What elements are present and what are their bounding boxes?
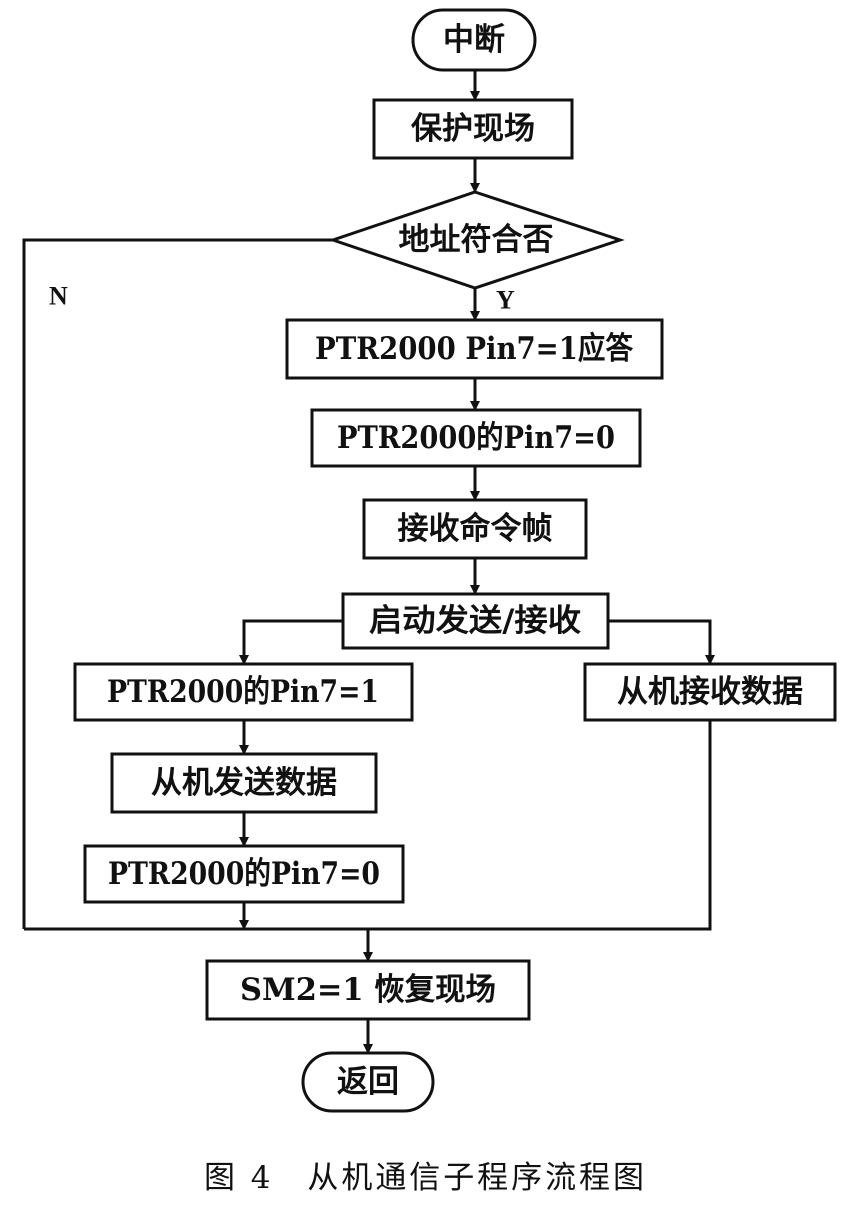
process-shape [362, 498, 588, 560]
node-restore: SM2=1 恢复现场 [205, 959, 531, 1021]
save-context-label: 保护现场 [411, 111, 535, 147]
pin7-one-label: PTR2000的Pin7=1 [107, 674, 379, 710]
decision-shape [328, 190, 625, 290]
line-receive-to-merge [24, 720, 712, 931]
arrow-branch-send [239, 619, 343, 665]
node-pin7-zero: PTR2000的Pin7=0 [310, 408, 642, 468]
node-pin7-zero-2: PTR2000的Pin7=0 [83, 844, 405, 904]
terminator-shape [301, 1051, 435, 1113]
pin7-zero-label: PTR2000的Pin7=0 [337, 420, 615, 456]
process-shape [583, 662, 837, 722]
terminator-shape [411, 8, 537, 72]
node-end: 返回 [301, 1051, 435, 1113]
node-slave-receive: 从机接收数据 [583, 662, 837, 722]
node-receive-command: 接收命令帧 [362, 498, 588, 560]
node-ack: PTR2000 Pin7=1应答 [285, 318, 664, 380]
figure-caption: 图 4 从机通信子程序流程图 [204, 1160, 644, 1196]
process-shape [310, 408, 642, 468]
process-shape [372, 98, 574, 160]
slave-receive-label: 从机接收数据 [617, 674, 803, 710]
edge-label-no: N [49, 282, 68, 311]
process-shape [341, 592, 610, 650]
node-pin7-one: PTR2000的Pin7=1 [73, 662, 414, 722]
process-shape [83, 844, 405, 904]
start-tx-rx-label: 启动发送/接收 [369, 603, 581, 639]
edge-label-yes: Y [496, 286, 515, 315]
node-start-tx-rx: 启动发送/接收 [341, 592, 610, 650]
node-start: 中断 [411, 8, 537, 72]
arrow-branch-receive [608, 619, 715, 665]
slave-send-label: 从机发送数据 [151, 765, 337, 801]
receive-command-label: 接收命令帧 [398, 511, 553, 547]
ack-label: PTR2000 Pin7=1应答 [315, 331, 634, 367]
node-slave-send: 从机发送数据 [110, 752, 378, 814]
process-shape [73, 662, 414, 722]
pin7-zero-2-label: PTR2000的Pin7=0 [108, 856, 380, 892]
line-check-no [22, 238, 333, 929]
process-shape [285, 318, 664, 380]
process-shape [110, 752, 378, 814]
node-save-context: 保护现场 [372, 98, 574, 160]
connectors [22, 70, 715, 1054]
node-address-check: 地址符合否 [328, 190, 625, 290]
process-shape [205, 959, 531, 1021]
address-check-label: 地址符合否 [399, 222, 554, 258]
start-label: 中断 [443, 22, 505, 58]
end-label: 返回 [337, 1064, 399, 1100]
restore-label: SM2=1 恢复现场 [240, 972, 496, 1008]
